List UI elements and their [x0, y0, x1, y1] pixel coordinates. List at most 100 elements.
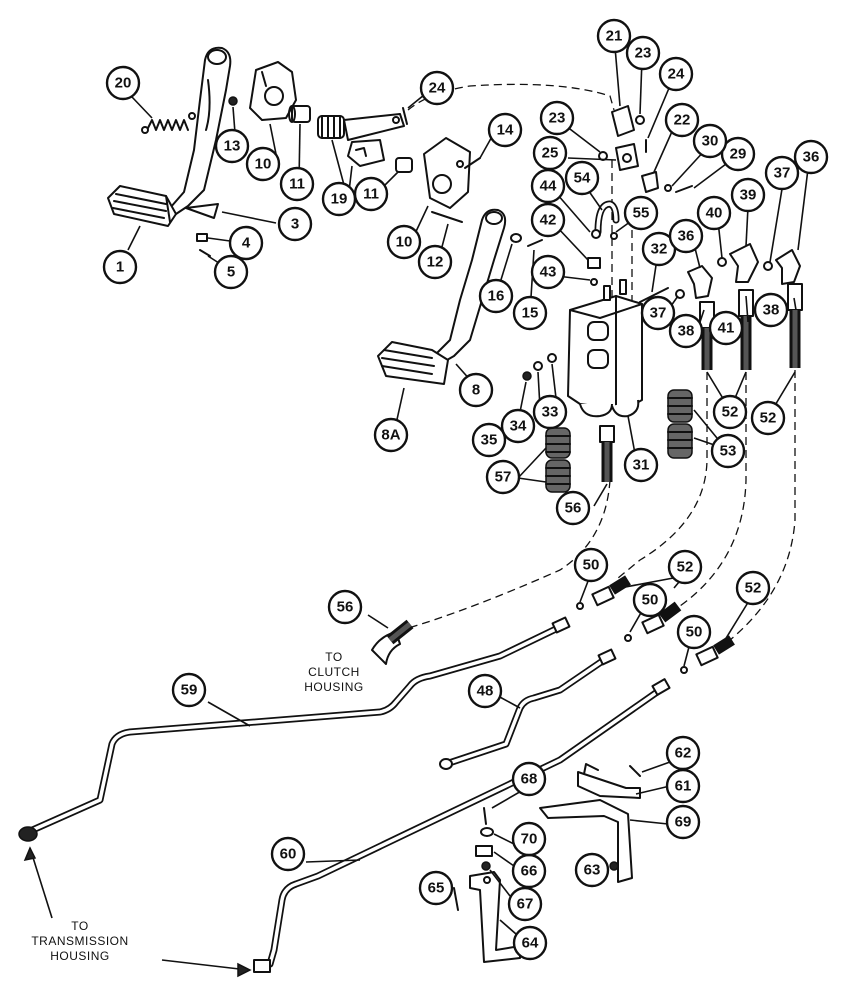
svg-text:HOUSING: HOUSING [50, 949, 110, 963]
callout-35: 35 [471, 422, 507, 458]
callout-11-upper: 11 [279, 166, 315, 202]
trans-arrow-left [29, 847, 53, 919]
svg-text:66: 66 [521, 863, 538, 880]
callout-43: 43 [530, 254, 566, 290]
hose-52-lower-1-drawing [591, 575, 631, 607]
bolt-62-drawing [629, 765, 641, 777]
svg-text:11: 11 [289, 176, 305, 193]
svg-text:43: 43 [540, 264, 557, 281]
bracket-10-lower-drawing [423, 137, 471, 209]
svg-text:CLUTCH: CLUTCH [308, 665, 360, 679]
hose-56-upper-drawing [599, 425, 615, 482]
bolt-15-drawing [527, 239, 543, 247]
callouts: 1 3 4 5 8 8A 10 10 11 11 12 13 14 15 16 … [102, 18, 829, 961]
hose-route-dash-1 [617, 372, 708, 579]
pin-29-drawing [675, 185, 693, 193]
svg-text:70: 70 [521, 831, 538, 848]
svg-text:12: 12 [427, 254, 444, 271]
svg-text:36: 36 [803, 149, 820, 166]
callout-63: 63 [574, 852, 610, 888]
callout-50-middle: 50 [632, 582, 668, 618]
callout-13: 13 [214, 128, 250, 164]
svg-text:13: 13 [224, 138, 241, 155]
callout-3: 3 [277, 206, 313, 242]
svg-text:10: 10 [396, 234, 413, 251]
elbow-36b-drawing [775, 249, 801, 285]
hose-route-dash-4 [401, 479, 611, 631]
svg-text:62: 62 [675, 745, 692, 762]
svg-text:65: 65 [428, 880, 445, 897]
callout-8a: 8A [373, 417, 409, 453]
oring-50c-drawing [680, 666, 688, 674]
callout-66: 66 [511, 853, 547, 889]
washer-34-drawing [533, 361, 543, 371]
bolt-68-drawing [483, 807, 487, 825]
svg-text:50: 50 [642, 592, 659, 609]
svg-text:32: 32 [651, 241, 668, 258]
callout-44: 44 [530, 168, 566, 204]
callout-38-right: 38 [753, 292, 789, 328]
callout-38-left: 38 [668, 313, 704, 349]
callout-8: 8 [458, 372, 494, 408]
hose-route-dash-3 [729, 370, 796, 641]
pedal-8-drawing [377, 208, 507, 385]
callout-20: 20 [105, 65, 141, 101]
svg-text:57: 57 [495, 469, 512, 486]
bolt-65-drawing [453, 887, 459, 911]
svg-text:15: 15 [522, 305, 539, 322]
svg-text:67: 67 [517, 896, 534, 913]
callout-36-left: 36 [668, 218, 704, 254]
callout-50-right: 50 [676, 614, 712, 650]
pin-5-drawing [199, 249, 211, 257]
hose-52-lower-3-drawing [695, 635, 735, 667]
callout-52-lower-left: 52 [667, 549, 703, 585]
svg-text:56: 56 [565, 500, 582, 517]
svg-text:30: 30 [702, 133, 719, 150]
svg-text:40: 40 [706, 205, 723, 222]
elbow-39-drawing [729, 243, 759, 283]
oring-37b-drawing [763, 261, 773, 271]
clevis-25-drawing [615, 143, 639, 171]
link-dash-upper [407, 83, 615, 111]
pin-22-drawing [641, 171, 659, 193]
nut-63-drawing [609, 861, 619, 871]
washer-37a-drawing [675, 289, 685, 299]
svg-text:29: 29 [730, 146, 747, 163]
callout-36-right: 36 [793, 139, 829, 175]
bolt-12-drawing [431, 211, 463, 223]
fitting-42-drawing [587, 257, 601, 269]
svg-text:53: 53 [720, 443, 737, 460]
svg-text:39: 39 [740, 187, 757, 204]
washer-55-drawing [610, 232, 618, 240]
plate-66-drawing [475, 845, 493, 857]
svg-text:24: 24 [668, 66, 685, 83]
callout-50-left: 50 [573, 547, 609, 583]
svg-text:25: 25 [542, 145, 559, 162]
bushing-11-lower-drawing [395, 157, 413, 173]
bracket-69-drawing [539, 799, 633, 883]
svg-text:59: 59 [181, 682, 198, 699]
svg-text:64: 64 [522, 935, 539, 952]
bolt-14-drawing [464, 157, 481, 169]
callout-57: 57 [485, 459, 521, 495]
springs-57-drawing [545, 427, 571, 493]
callout-29: 29 [720, 136, 756, 172]
svg-text:68: 68 [521, 771, 538, 788]
svg-text:50: 50 [583, 557, 600, 574]
svg-text:52: 52 [722, 404, 739, 421]
svg-text:38: 38 [763, 302, 780, 319]
svg-text:11: 11 [363, 186, 379, 203]
callout-62: 62 [665, 735, 701, 771]
svg-text:52: 52 [677, 559, 694, 576]
callout-21: 21 [596, 18, 632, 54]
note-transmission-housing: TO TRANSMISSION HOUSING [31, 919, 128, 963]
svg-text:16: 16 [488, 288, 505, 305]
pin-24-upper-drawing [402, 107, 408, 125]
svg-text:60: 60 [280, 846, 297, 863]
callout-22: 22 [664, 102, 700, 138]
callout-34: 34 [500, 408, 536, 444]
washer-43-drawing [590, 278, 598, 286]
trans-arrow-right [161, 959, 249, 971]
tube-59-drawing [18, 616, 571, 842]
